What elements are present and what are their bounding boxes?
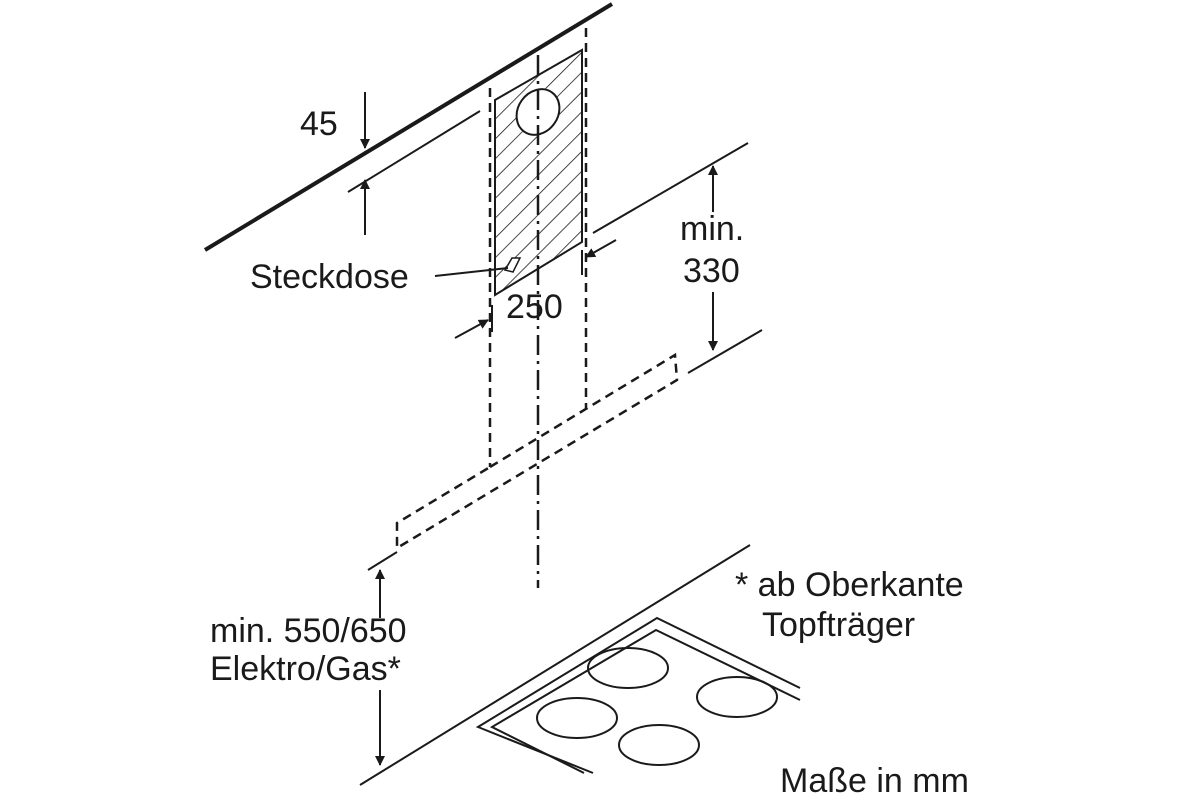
duct-opening — [515, 88, 561, 136]
socket-label: Steckdose — [250, 258, 409, 296]
width-label: 250 — [506, 288, 563, 326]
min-bottom-type: Elektro/Gas* — [210, 650, 401, 688]
socket-leader: Steckdose — [250, 258, 509, 296]
cooktop — [359, 544, 801, 786]
hood-outline — [395, 352, 679, 551]
burner — [536, 697, 618, 739]
chimney-outline — [488, 28, 588, 588]
ceiling — [203, 2, 614, 252]
socket-icon — [503, 257, 522, 273]
dimension-330: min. 330 — [592, 142, 763, 374]
burner — [587, 647, 669, 689]
burner — [618, 724, 700, 766]
dimension-250: 250 — [454, 239, 617, 339]
dimension-45: 45 — [300, 92, 370, 235]
ceiling-gap-label: 45 — [300, 105, 338, 143]
dimension-550-650: min. 550/650 Elektro/Gas* — [210, 551, 407, 766]
min-top-value: 330 — [683, 252, 740, 290]
min-top-label: min. — [680, 210, 744, 248]
footnote-line-2: Topfträger — [762, 606, 915, 644]
units-label: Maße in mm — [780, 762, 969, 800]
footnote-line-1: * ab Oberkante — [735, 566, 964, 604]
burner — [696, 676, 778, 718]
min-bottom-label: min. 550/650 — [210, 612, 407, 650]
